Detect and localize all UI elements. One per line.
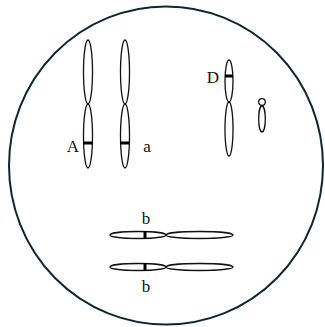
cell-membrane: [9, 7, 323, 325]
chromosome-arm: [110, 232, 166, 239]
gene-band: [120, 142, 130, 145]
chromosome-arm: [121, 40, 130, 104]
gene-label: b: [142, 278, 151, 295]
gene-band: [225, 75, 233, 78]
chromosome-arm: [84, 104, 93, 168]
chromosome-arm: [166, 264, 233, 271]
gene-label: D: [207, 69, 219, 86]
chromosome-arm: [225, 102, 233, 156]
chromosome-arm: [84, 40, 93, 104]
chromosome-arm: [166, 232, 233, 239]
gene-band: [144, 263, 147, 271]
gene-band: [144, 231, 147, 239]
chromosome-arm: [259, 106, 266, 132]
chromosome-arm: [110, 264, 166, 271]
chromosome-arm: [259, 99, 266, 106]
gene-label: a: [143, 138, 151, 155]
gene-label: A: [67, 138, 79, 155]
gene-band: [83, 142, 93, 145]
gene-label: b: [142, 210, 151, 227]
chromosome-arm: [121, 104, 130, 168]
chromosome-arm: [225, 60, 233, 102]
